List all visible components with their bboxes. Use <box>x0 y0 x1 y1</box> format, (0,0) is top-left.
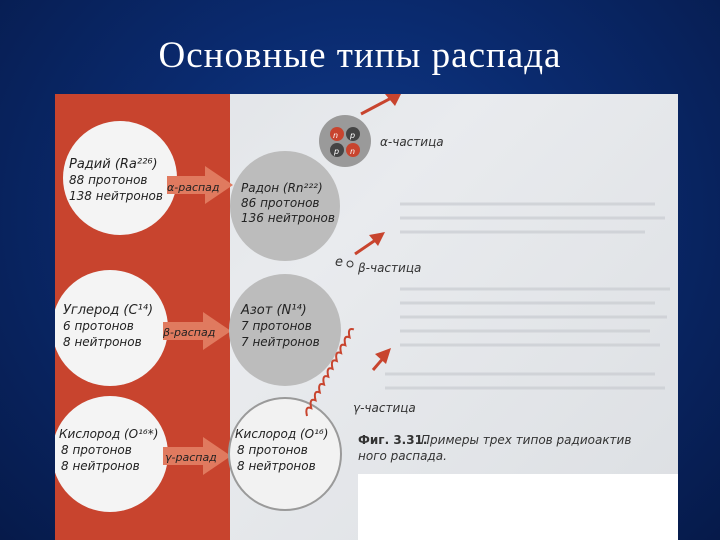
alpha-proton-1 <box>346 127 360 141</box>
gamma-arrow-head <box>375 348 391 364</box>
parent-name-2: Углерод (C¹⁴) <box>63 303 153 318</box>
alpha-particle-halo <box>319 115 371 167</box>
gamma-wave <box>305 327 355 417</box>
decay-label-1: α-распад <box>167 181 220 194</box>
daughter-nucleus-3 <box>228 397 342 511</box>
parent-protons-2: 6 протонов <box>63 319 134 333</box>
blank-white-patch <box>358 474 678 540</box>
daughter-nucleus-2 <box>229 274 341 386</box>
decay-arrow-2 <box>163 312 231 350</box>
background-text-lines <box>385 202 670 390</box>
alpha-symbol-4: n <box>350 147 355 156</box>
parent-nucleus-1 <box>63 121 177 235</box>
daughter-nucleus-1 <box>230 151 340 261</box>
alpha-arrow-head <box>385 94 401 106</box>
beta-arrow-shaft <box>354 237 378 256</box>
alpha-symbol-1: n <box>333 131 338 140</box>
alpha-symbol-3: p <box>333 147 339 156</box>
textbook-figure-photo: α-распад Радий (Ra²²⁶) 88 протонов 138 н… <box>55 94 678 540</box>
daughter-name-2: Азот (N¹⁴) <box>240 303 307 318</box>
decay-label-2: β-распад <box>162 326 215 339</box>
alpha-symbol-2: p <box>349 131 355 140</box>
parent-name-1: Радий (Ra²²⁶) <box>69 157 158 172</box>
daughter-neutrons-3: 8 нейтронов <box>237 459 316 473</box>
beta-electron-symbol: e <box>335 255 343 270</box>
daughter-protons-1: 86 протонов <box>241 196 319 210</box>
decay-arrow-3 <box>163 437 231 475</box>
caption-text: Примеры трех типов радиоактив <box>421 433 631 447</box>
daughter-protons-3: 8 протонов <box>237 443 308 457</box>
daughter-neutrons-2: 7 нейтронов <box>241 335 320 349</box>
daughter-neutrons-1: 136 нейтронов <box>241 211 335 225</box>
parent-neutrons-3: 8 нейтронов <box>61 459 140 473</box>
parent-protons-1: 88 протонов <box>69 173 147 187</box>
alpha-proton-2 <box>330 143 344 157</box>
alpha-neutron-2 <box>346 143 360 157</box>
alpha-particle-label: α-частица <box>380 135 444 149</box>
decay-label-3: γ-распад <box>165 451 217 464</box>
decay-arrow-1 <box>167 166 233 204</box>
parent-protons-3: 8 протонов <box>61 443 132 457</box>
parent-nucleus-2 <box>55 270 168 386</box>
alpha-neutron-1 <box>330 127 344 141</box>
parent-neutrons-1: 138 нейтронов <box>69 189 163 203</box>
daughter-protons-2: 7 протонов <box>241 319 312 333</box>
parent-name-3: Кислород (O¹⁶*) <box>59 427 158 441</box>
daughter-name-3: Кислород (O¹⁶) <box>235 427 328 441</box>
decay-diagram: α-распад Радий (Ra²²⁶) 88 протонов 138 н… <box>55 94 670 540</box>
parent-neutrons-2: 8 нейтронов <box>63 335 142 349</box>
daughter-name-1: Радон (Rn²²²) <box>241 181 323 195</box>
beta-arrow-head <box>369 232 385 246</box>
parent-nucleus-3 <box>55 396 168 512</box>
caption-text-line2: ного распада. <box>358 449 447 463</box>
beta-particle-label: β-частица <box>357 261 421 275</box>
beta-electron-dot <box>346 260 354 268</box>
slide-title: Основные типы распада <box>158 35 562 76</box>
gamma-particle-label: γ-частица <box>353 401 416 415</box>
caption-number: Фиг. 3.31. <box>358 433 427 447</box>
